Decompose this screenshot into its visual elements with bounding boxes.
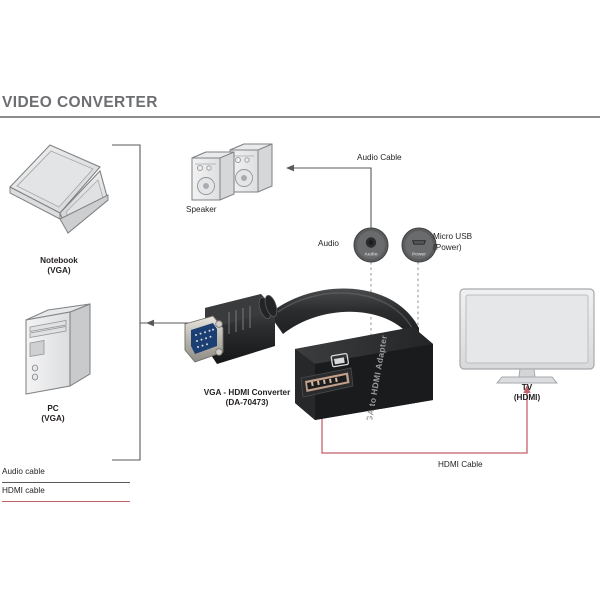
micro-usb-label-line2: (Power) [433, 242, 462, 252]
legend-item-hdmi: HDMI cable [2, 485, 142, 504]
display-glyph-icon [330, 352, 350, 368]
micro-usb-label-line1: Micro USB [433, 232, 473, 241]
audio-jack-icon: Audio [353, 227, 389, 263]
title-divider [0, 115, 600, 118]
desktop-tower-icon [25, 303, 91, 395]
tv-caption: TV (HDMI) [460, 383, 594, 404]
notebook-caption: Notebook (VGA) [0, 256, 118, 277]
tv-name: TV [521, 383, 533, 392]
pc-port: (VGA) [41, 414, 65, 424]
television-icon [459, 288, 595, 384]
audio-cable-path [292, 167, 372, 230]
svg-text:Power: Power [412, 252, 426, 257]
micro-usb-icon: Power [401, 227, 437, 263]
audio-cable-arrowhead [286, 164, 294, 172]
tv-port: (HDMI) [513, 393, 541, 403]
speaker-label: Speaker [186, 205, 217, 214]
legend-item-audio: Audio cable [2, 466, 142, 485]
converter-caption: VGA - HDMI Converter (DA-70473) [184, 388, 310, 409]
audio-cable-label: Audio Cable [357, 153, 402, 162]
laptop-icon [9, 144, 109, 234]
page-title: VIDEO CONVERTER [2, 94, 158, 111]
pc-caption: PC (VGA) [0, 404, 106, 425]
legend-swatch-audio [2, 481, 130, 483]
title-block: VIDEO CONVERTER [0, 95, 600, 118]
micro-usb-label: Micro USB (Power) [433, 232, 472, 253]
pc-name: PC [47, 404, 59, 413]
source-bracket [112, 144, 141, 461]
legend-label-audio: Audio cable [2, 467, 45, 476]
hdmi-cable-label: HDMI Cable [438, 460, 483, 469]
notebook-name: Notebook [40, 256, 78, 265]
notebook-port: (VGA) [47, 266, 71, 276]
audio-port-label: Audio [318, 239, 339, 248]
legend-swatch-hdmi [2, 500, 130, 502]
hdmi-cable-arrowhead [523, 385, 531, 393]
speaker-pair-icon [191, 143, 273, 201]
svg-text:Audio: Audio [364, 252, 377, 257]
vga-input-arrowhead [146, 319, 154, 327]
converter-model: (DA-70473) [225, 398, 269, 408]
legend-label-hdmi: HDMI cable [2, 486, 45, 495]
vga-hdmi-converter-icon: VGA to HDMI Adapter [184, 288, 433, 420]
legend: Audio cable HDMI cable [2, 466, 142, 504]
converter-name: VGA - HDMI Converter [203, 388, 291, 397]
